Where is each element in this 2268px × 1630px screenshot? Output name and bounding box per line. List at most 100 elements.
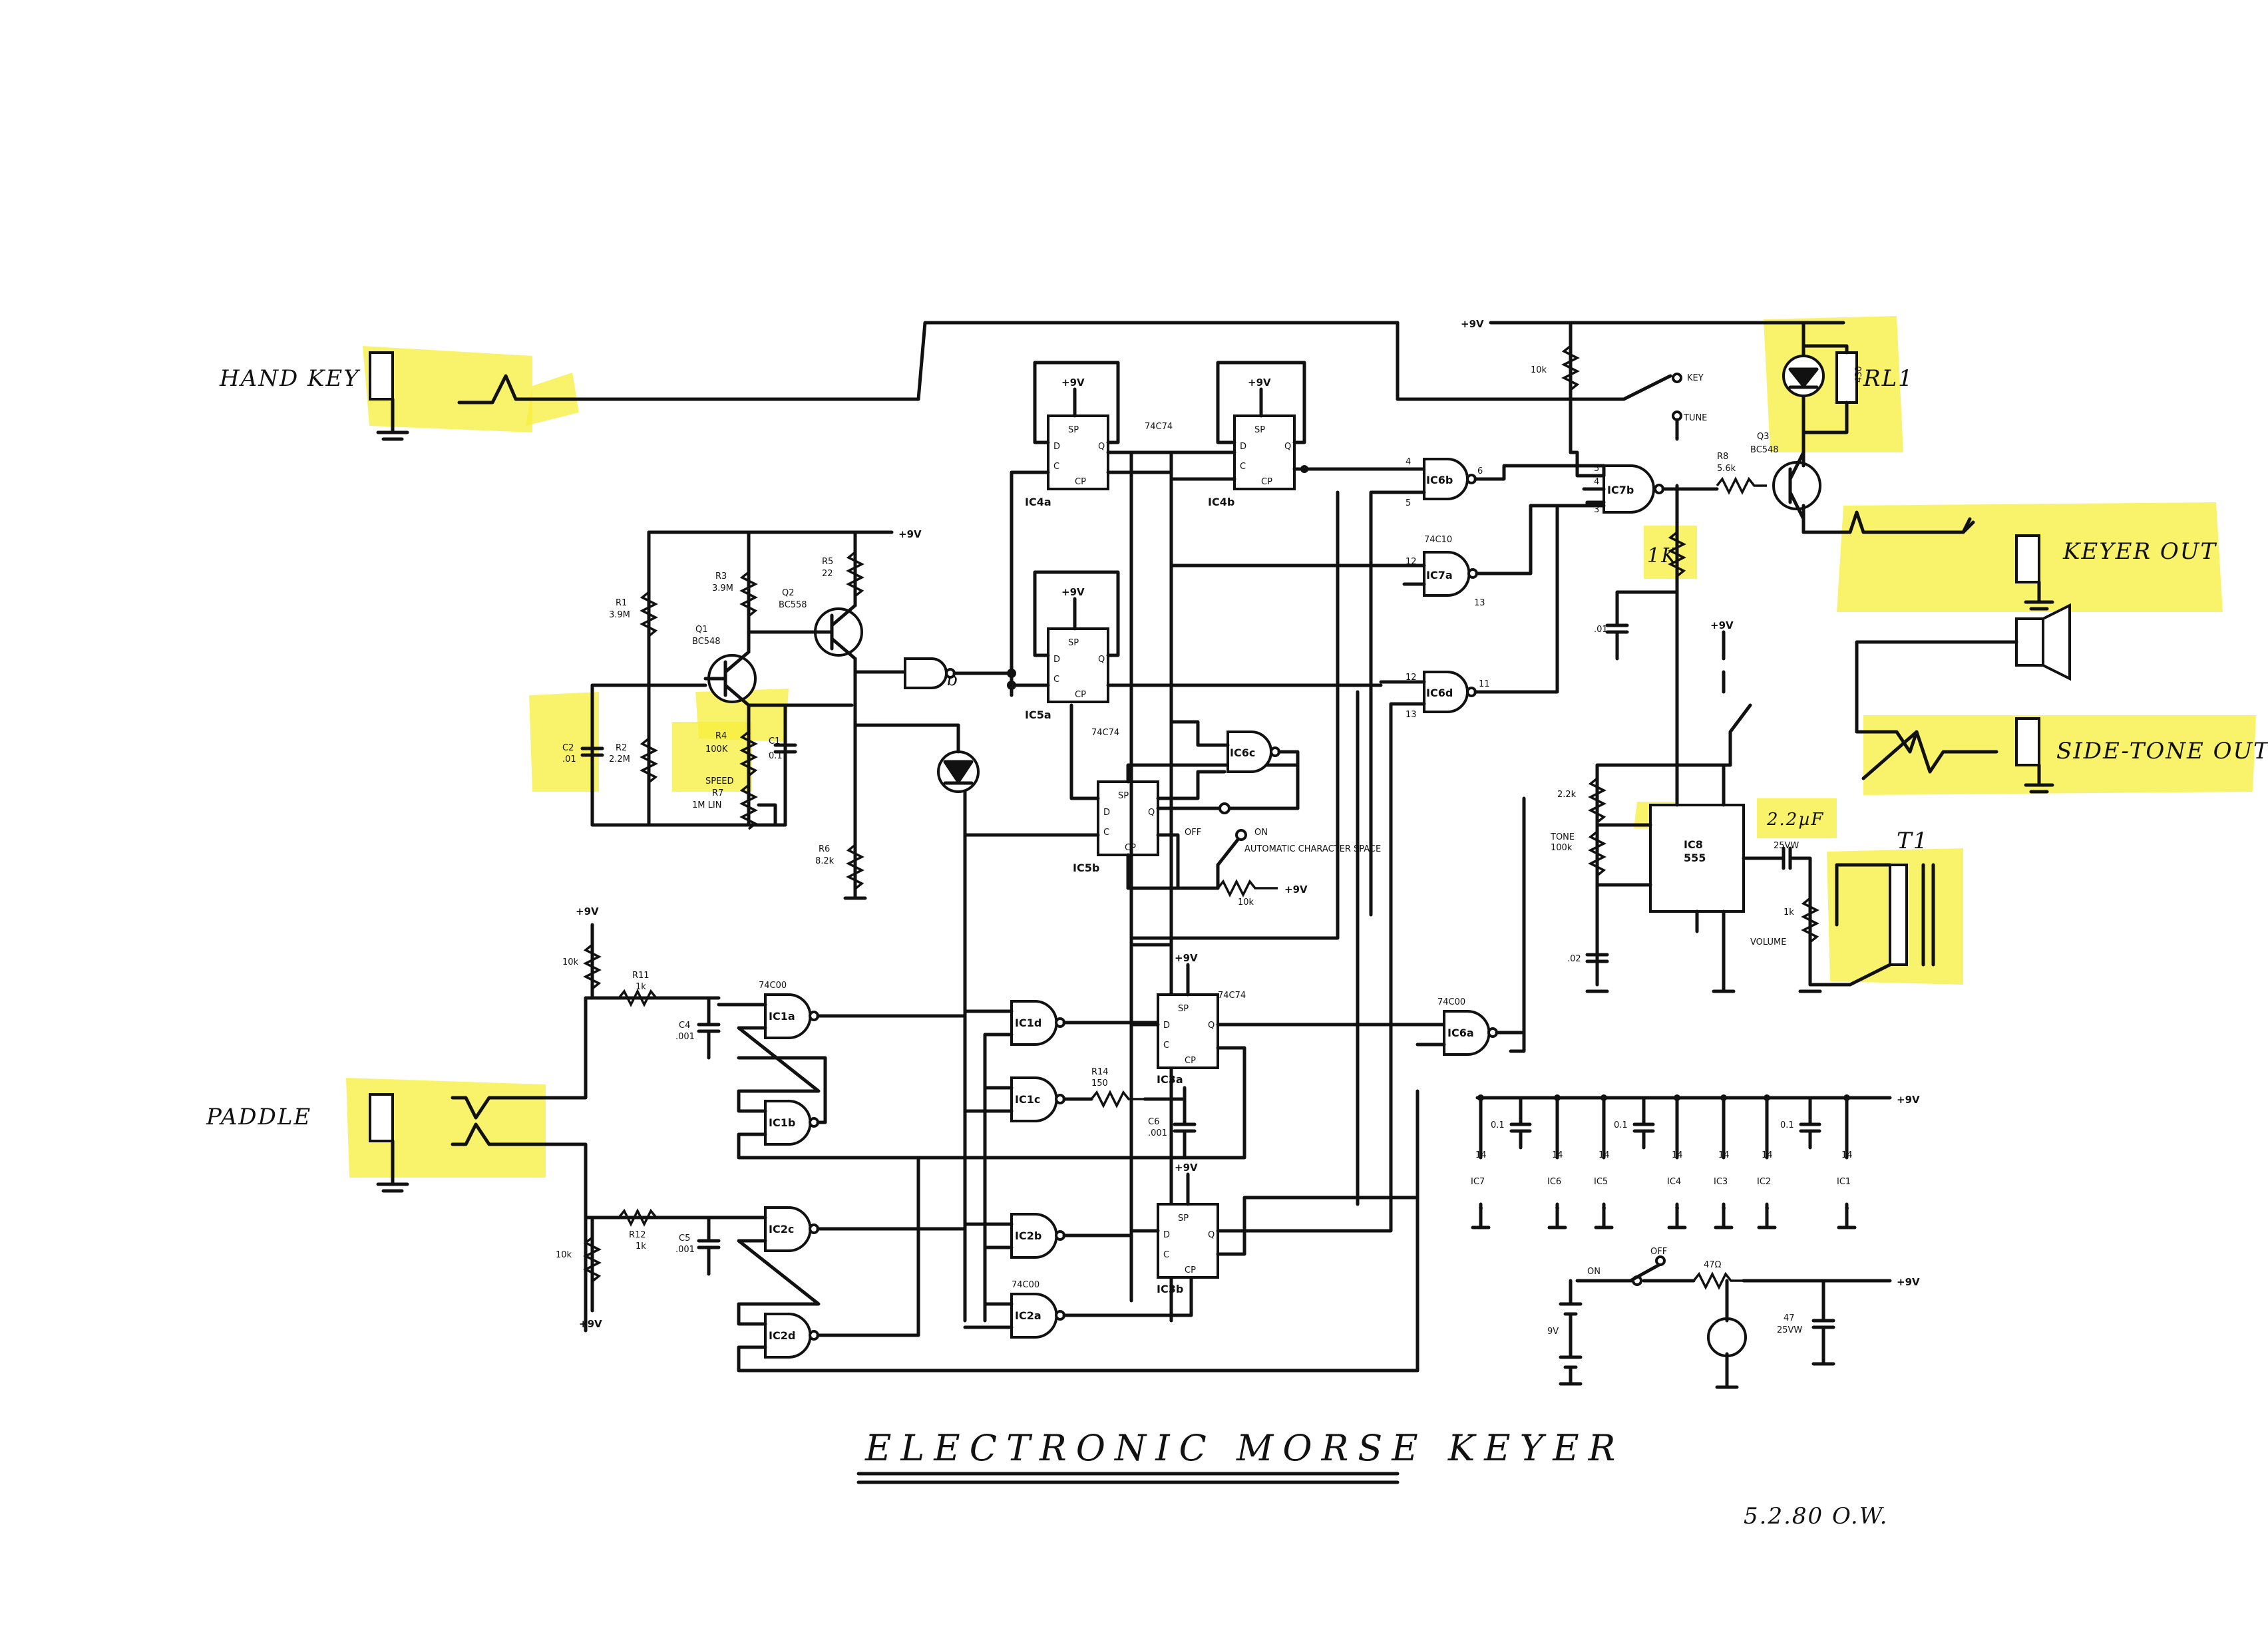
svg-text:Q: Q [1098, 442, 1105, 452]
decoupling-pin14: 14 [1672, 1150, 1683, 1160]
svg-text:+9V: +9V [1061, 586, 1085, 598]
svg-text:ON: ON [1587, 1267, 1601, 1277]
svg-text:1k: 1k [636, 1241, 646, 1251]
svg-text:.001: .001 [675, 1032, 695, 1042]
side-tone-out-jack [1855, 717, 2054, 794]
svg-text:Q: Q [1148, 808, 1155, 818]
svg-text:74C10: 74C10 [1424, 535, 1452, 545]
key-tune-switch: KEY TUNE [1569, 373, 1707, 441]
svg-text:C: C [1053, 675, 1059, 685]
svg-text:CP: CP [1075, 477, 1086, 487]
decoupling-pin14: 14 [1762, 1150, 1773, 1160]
decoupling-pin14: 14 [1475, 1150, 1487, 1160]
svg-text:TONE: TONE [1550, 832, 1575, 842]
svg-text:SP: SP [1118, 791, 1129, 801]
svg-text:.001: .001 [1148, 1128, 1167, 1138]
svg-text:Q2: Q2 [782, 588, 795, 598]
ic2d-gate: IC2d [737, 1089, 1419, 1373]
decoupling-ic-label: IC3 [1714, 1177, 1728, 1187]
svg-text:47Ω: 47Ω [1704, 1260, 1722, 1270]
svg-text:R1: R1 [616, 598, 627, 608]
top-rail: +9V 10k [1461, 318, 1845, 454]
svg-text:100K: 100K [705, 744, 728, 754]
svg-text:C2: C2 [562, 743, 574, 753]
cap-2u2-label: 2.2µF [1766, 810, 1824, 830]
title-underline [856, 1472, 1400, 1484]
decoupling-pin14: 14 [1841, 1150, 1853, 1160]
svg-text:IC6d: IC6d [1426, 687, 1453, 699]
decoupling-junction [1674, 1094, 1680, 1101]
svg-text:150: 150 [1091, 1078, 1108, 1088]
ic2a-gate: IC2a 74C00 [963, 1249, 1193, 1339]
svg-text:CP: CP [1261, 477, 1272, 487]
svg-text:Q: Q [1284, 442, 1291, 452]
svg-text:IC1b: IC1b [769, 1116, 795, 1129]
svg-text:5: 5 [1594, 464, 1599, 474]
svg-text:13: 13 [1406, 710, 1417, 720]
svg-text:CP: CP [1185, 1265, 1196, 1275]
svg-text:Q: Q [1208, 1230, 1215, 1240]
svg-text:IC1a: IC1a [769, 1010, 795, 1023]
svg-text:IC2c: IC2c [769, 1223, 794, 1235]
decoupling-ic-columns: 14IC7714IC6714IC5714IC4714IC3714IC2714IC… [1471, 1094, 1857, 1229]
svg-text:IC3b: IC3b [1157, 1283, 1183, 1295]
svg-text:+9V: +9V [1710, 619, 1734, 631]
svg-text:R4: R4 [715, 731, 727, 741]
hand-key-jack [369, 351, 920, 441]
svg-text:OFF: OFF [1650, 1247, 1667, 1257]
svg-text:C5: C5 [679, 1233, 690, 1243]
paddle-pullups: +9V 10k R11 1k C4 .001 10k +9V R12 1k C5… [556, 905, 721, 1330]
auto-char-space-label: AUTOMATIC CHARACTER SPACE [1244, 844, 1381, 854]
svg-text:Q1: Q1 [695, 625, 708, 635]
svg-text:12: 12 [1406, 557, 1417, 567]
decoupling-junction [1601, 1094, 1607, 1101]
svg-text:BC558: BC558 [779, 600, 807, 610]
svg-text:D: D [1053, 655, 1060, 665]
svg-text:CP: CP [1075, 690, 1086, 700]
svg-text:5.6k: 5.6k [1717, 464, 1736, 474]
svg-text:+9V: +9V [1061, 377, 1085, 389]
svg-text:+9V: +9V [579, 1318, 602, 1330]
decoupling-ic-label: IC5 [1594, 1177, 1608, 1187]
paddle-jack [369, 996, 588, 1333]
svg-text:IC5b: IC5b [1073, 862, 1099, 874]
svg-text:IC4b: IC4b [1208, 496, 1234, 508]
ic7b-rc: .01 [1594, 590, 1679, 661]
svg-text:R2: R2 [616, 743, 627, 753]
speed-oscillator: +9V R1 3.9M R2 2.2M C2 .01 Q1 BC548 R3 3… [562, 528, 1016, 900]
decoupling-pin7: 7 [1674, 1207, 1680, 1217]
keyer-out-label: KEYER OUT [2062, 538, 2217, 565]
power-supply: ON OFF 47Ω +9V 9V 47 25VW [1547, 1247, 1920, 1389]
ic3a-flipflop: SP D Q C CP IC3a +9V 74C74 [1129, 943, 1446, 1086]
ic6a-gate: IC6a 74C00 [1416, 997, 1526, 1056]
svg-text:OFF: OFF [1185, 828, 1201, 838]
svg-text:13: 13 [1474, 598, 1485, 608]
decoupling-junction [1843, 1094, 1850, 1101]
svg-text:IC7b: IC7b [1607, 484, 1634, 496]
svg-text:3: 3 [1594, 505, 1599, 515]
ic3b-flipflop: SP D Q C CP IC3b +9V [1129, 1162, 1419, 1295]
paddle-label: PADDLE [206, 1104, 311, 1130]
svg-text:TUNE: TUNE [1683, 413, 1707, 423]
svg-text:SP: SP [1254, 425, 1265, 435]
side-tone-out-label: SIDE-TONE OUT [2056, 738, 2268, 764]
svg-text:R8: R8 [1717, 452, 1728, 462]
decoupling-pin7: 7 [1601, 1207, 1606, 1217]
ic1d-gate: IC1d [963, 1000, 1160, 1323]
ic6c-gate: IC6c [1169, 720, 1300, 810]
ic1b-gate: IC1b [737, 1026, 1246, 1160]
svg-text:ON: ON [1254, 828, 1268, 838]
svg-text:+9V: +9V [898, 528, 922, 540]
svg-text:11: 11 [1479, 679, 1490, 689]
decoupling-junction [1720, 1094, 1727, 1101]
keyer-out-jack [1801, 510, 2054, 611]
svg-text:6: 6 [1477, 466, 1483, 476]
svg-text:12: 12 [1406, 673, 1417, 683]
svg-text:8.2k: 8.2k [815, 856, 835, 866]
hand-key-bus [916, 321, 1579, 401]
ic6d-gate: IC6d 12 13 11 [1379, 504, 1559, 1220]
relay-rl1: 430 [1782, 321, 1864, 434]
svg-text:1M LIN: 1M LIN [692, 800, 721, 810]
svg-text:10k: 10k [1531, 365, 1547, 375]
